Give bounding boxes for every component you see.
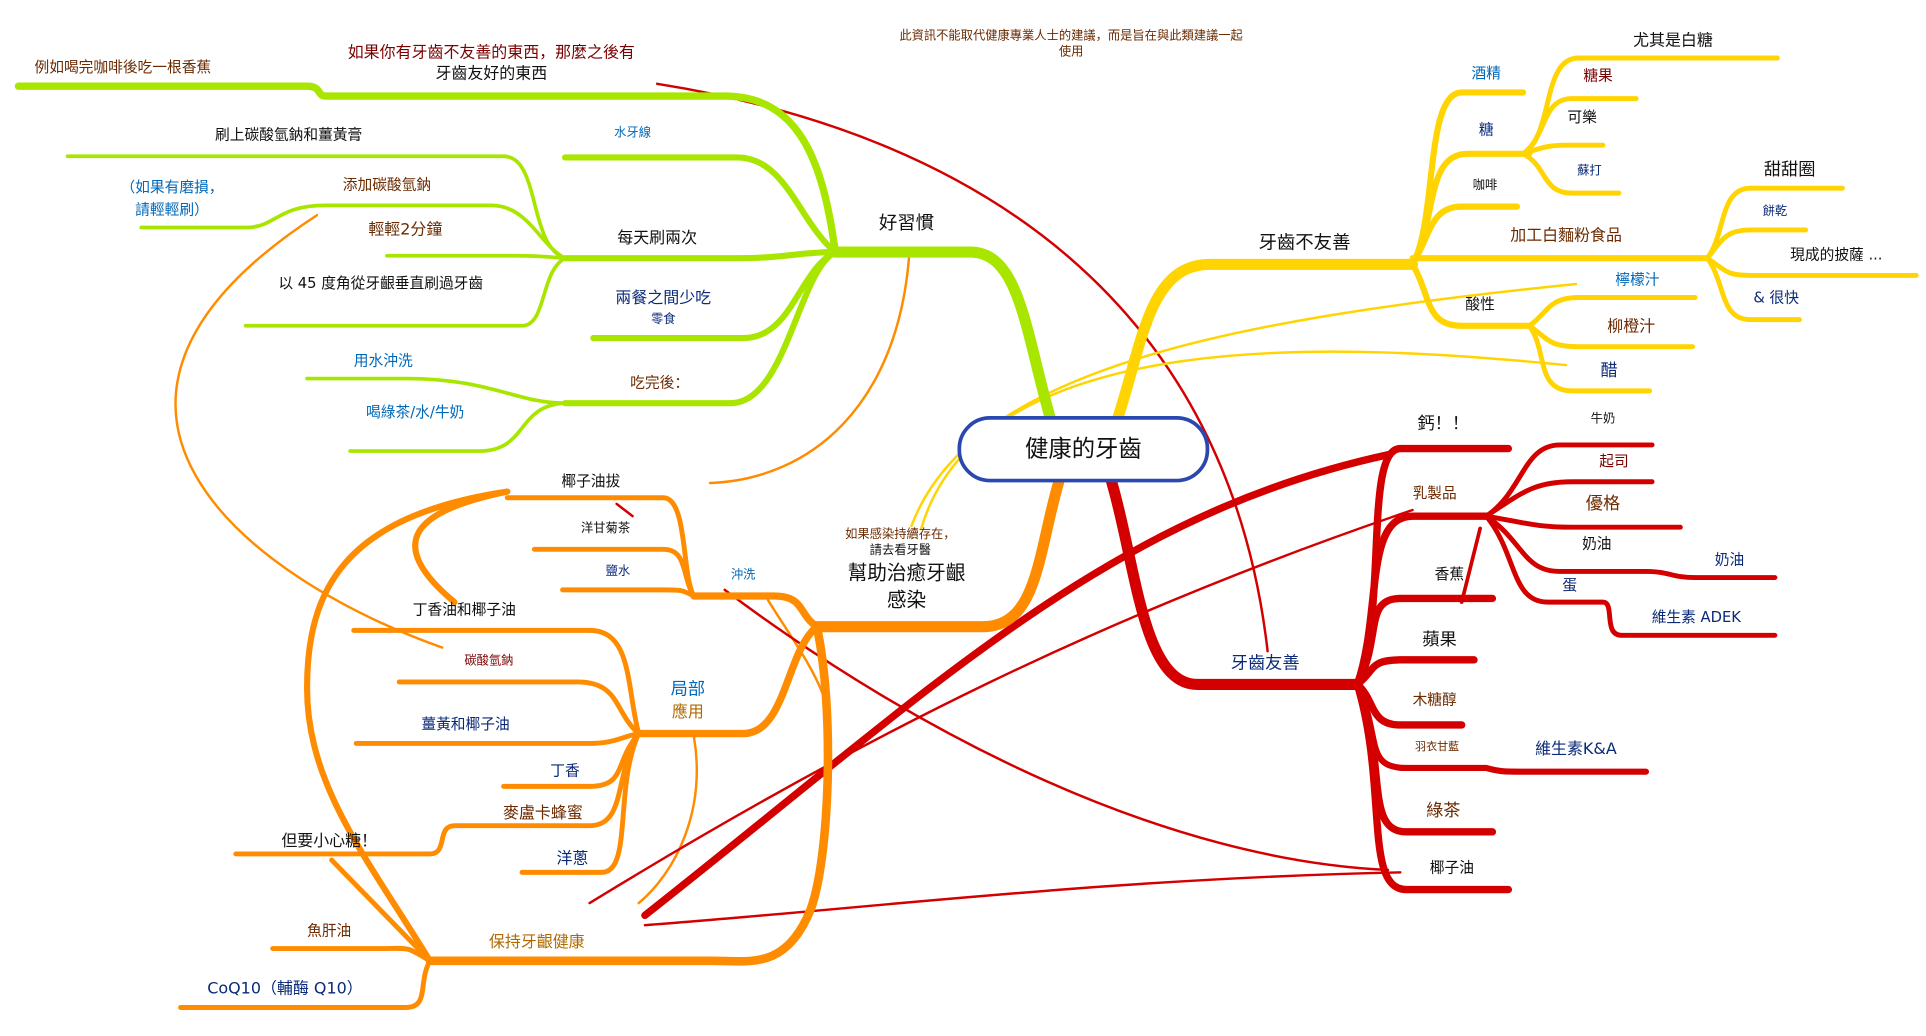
rinse-item-label: 鹽水 (606, 563, 631, 578)
disclaimer-line1: 此資訊不能取代健康專業人士的建議，而是旨在與此類建議一起 (899, 27, 1242, 42)
apple-label: 蘋果 (1422, 630, 1456, 650)
rinse-label: 沖洗 (731, 568, 756, 582)
less-snacks-line2: 零食 (651, 311, 676, 326)
sugar-item-label: 尤其是白糖 (1633, 30, 1713, 49)
topical-line2: 應用 (672, 702, 704, 721)
link-rinse (766, 598, 825, 696)
branch-good-habits (14, 82, 1056, 453)
sugar-item-label: 蘇打 (1577, 164, 1602, 178)
link-coconut-oil (643, 871, 1402, 927)
adek-label: 維生素 ADEK (1652, 609, 1742, 626)
acidic-item-label: 柳橙汁 (1607, 316, 1655, 335)
worn-note-line2: 請輕輕刷） (135, 201, 209, 218)
branch-friendly (1106, 442, 1778, 894)
topical-item-label: 碳酸氫鈉 (464, 653, 513, 668)
dairy-label: 乳製品 (1413, 485, 1457, 502)
coconut-oil-label: 椰子油 (1430, 860, 1474, 877)
link-rinse-coconut (723, 588, 1390, 872)
acidic-item-label: 醋 (1600, 361, 1617, 381)
acidic-label: 酸性 (1465, 296, 1494, 313)
rinse-item-label: 椰子油拔 (561, 473, 620, 490)
acidic-item-label: 檸檬汁 (1615, 271, 1659, 288)
after-eating-label: 吃完後： (630, 374, 689, 391)
coffee-label: 咖啡 (1473, 177, 1498, 192)
dairy-item-label: 奶油 (1582, 535, 1611, 552)
butter-note-label: 奶油 (1715, 551, 1744, 568)
dairy-item-label: 優格 (1586, 494, 1620, 514)
disclaimer-line2: 使用 (1059, 43, 1084, 58)
xylitol-label: 木糖醇 (1413, 691, 1457, 708)
banana-label: 香蕉 (1435, 566, 1465, 583)
good-habits-title: 好習慣 (879, 213, 934, 234)
unfriendly-title: 牙齒不友善 (1258, 232, 1350, 253)
maintain-item-label: CoQ10（輔酶 Q10） (207, 979, 363, 998)
cross-links (174, 82, 1578, 927)
topical-line1: 局部 (671, 679, 705, 699)
topical-item-label: 丁香 (550, 763, 580, 780)
link-small (615, 502, 634, 518)
brush-item-label: 刷上碳酸氫鈉和薑黃膏 (215, 126, 362, 143)
infection-title-line1: 幫助治癒牙齦 (848, 561, 966, 584)
link-oil-pulling (708, 256, 911, 485)
flour-item-label: 餅乾 (1763, 203, 1788, 218)
calcium-label: 鈣！！ (1417, 414, 1469, 434)
link-dairy (588, 508, 1414, 905)
unfriendly-labels: 牙齒不友善 酒精 糖 尤其是白糖 糖果 可樂 蘇打 咖啡 加工白麵粉食品 甜甜圈… (1258, 30, 1882, 381)
flour-item-label: 甜甜圈 (1764, 160, 1816, 180)
topical-item-label: 薑黃和椰子油 (421, 716, 509, 733)
link-calcium (641, 451, 1392, 920)
friendly-title: 牙齒友善 (1231, 654, 1300, 674)
center-title: 健康的牙齒 (1025, 434, 1142, 462)
good-habits-labels: 好習慣 如果你有牙齒不友善的東西，那麼之後有 牙齒友好的東西 例如喝完咖啡後吃一… (35, 43, 935, 421)
brush-item-label: 輕輕2分鐘 (368, 219, 442, 238)
infection-note-line1: 如果感染持續存在， (845, 526, 955, 541)
sugar-warning-label: 但要小心糖！ (281, 831, 377, 850)
dairy-item-label: 牛奶 (1591, 411, 1616, 426)
brush-item-label: 添加碳酸氫鈉 (343, 177, 431, 194)
after-item-label: 用水沖洗 (354, 352, 413, 369)
topical-item-label: 丁香油和椰子油 (413, 602, 516, 619)
vit-ka-label: 維生素K&A (1535, 739, 1617, 758)
infection-labels: 如果感染持續存在， 請去看牙醫 幫助治癒牙齦 感染 沖洗 椰子油拔 洋甘菊茶 鹽… (207, 473, 966, 998)
branch-unfriendly (1112, 55, 1919, 424)
flour-item-label: & 很快 (1753, 290, 1799, 307)
sugar-item-label: 糖果 (1583, 67, 1613, 84)
sugar-label: 糖 (1479, 121, 1494, 138)
maintain-item-label: 魚肝油 (307, 922, 351, 939)
topical-item-label: 洋蔥 (556, 848, 588, 867)
maintain-label: 保持牙齦健康 (489, 932, 585, 951)
green-tea-label: 綠茶 (1426, 801, 1460, 821)
rinse-item-label: 洋甘菊茶 (581, 520, 630, 535)
example-label: 例如喝完咖啡後吃一根香蕉 (35, 59, 212, 76)
brush-item-label: 以 45 度角從牙齦垂直刷過牙齒 (278, 275, 483, 292)
friendly-after-line2: 牙齒友好的東西 (435, 63, 547, 82)
link-lemon (910, 282, 1578, 528)
link-topical-maintain (637, 736, 698, 905)
dairy-item-label: 起司 (1599, 453, 1628, 470)
topical-item-label: 麥盧卡蜂蜜 (503, 803, 583, 822)
friendly-labels: 牙齒友善 鈣！！ 乳製品 牛奶 起司 優格 奶油 蛋 奶油 維生素 ADEK 香… (1231, 411, 1744, 877)
water-floss-label: 水牙線 (614, 124, 651, 139)
infection-note-line2: 請去看牙醫 (870, 543, 931, 557)
link-friendly-after (655, 82, 1269, 653)
center-node[interactable]: 健康的牙齒 (957, 416, 1210, 483)
infection-title-line2: 感染 (887, 588, 926, 611)
link-baking-soda (174, 213, 444, 649)
sugar-item-label: 可樂 (1567, 109, 1597, 126)
worn-note-line1: （如果有磨損， (120, 179, 223, 196)
alcohol-label: 酒精 (1472, 65, 1502, 82)
kale-label: 羽衣甘藍 (1415, 739, 1459, 753)
less-snacks-line1: 兩餐之間少吃 (615, 288, 711, 307)
after-item-label: 喝綠茶/水/牛奶 (366, 404, 464, 421)
flour-label: 加工白麵粉食品 (1510, 226, 1622, 245)
branch-infection (178, 476, 1065, 1010)
brush-twice-label: 每天刷兩次 (617, 228, 697, 247)
flour-item-label: 現成的披薩 ... (1790, 247, 1882, 264)
dairy-item-label: 蛋 (1562, 577, 1577, 594)
friendly-after-line1: 如果你有牙齒不友善的東西，那麼之後有 (348, 43, 635, 62)
